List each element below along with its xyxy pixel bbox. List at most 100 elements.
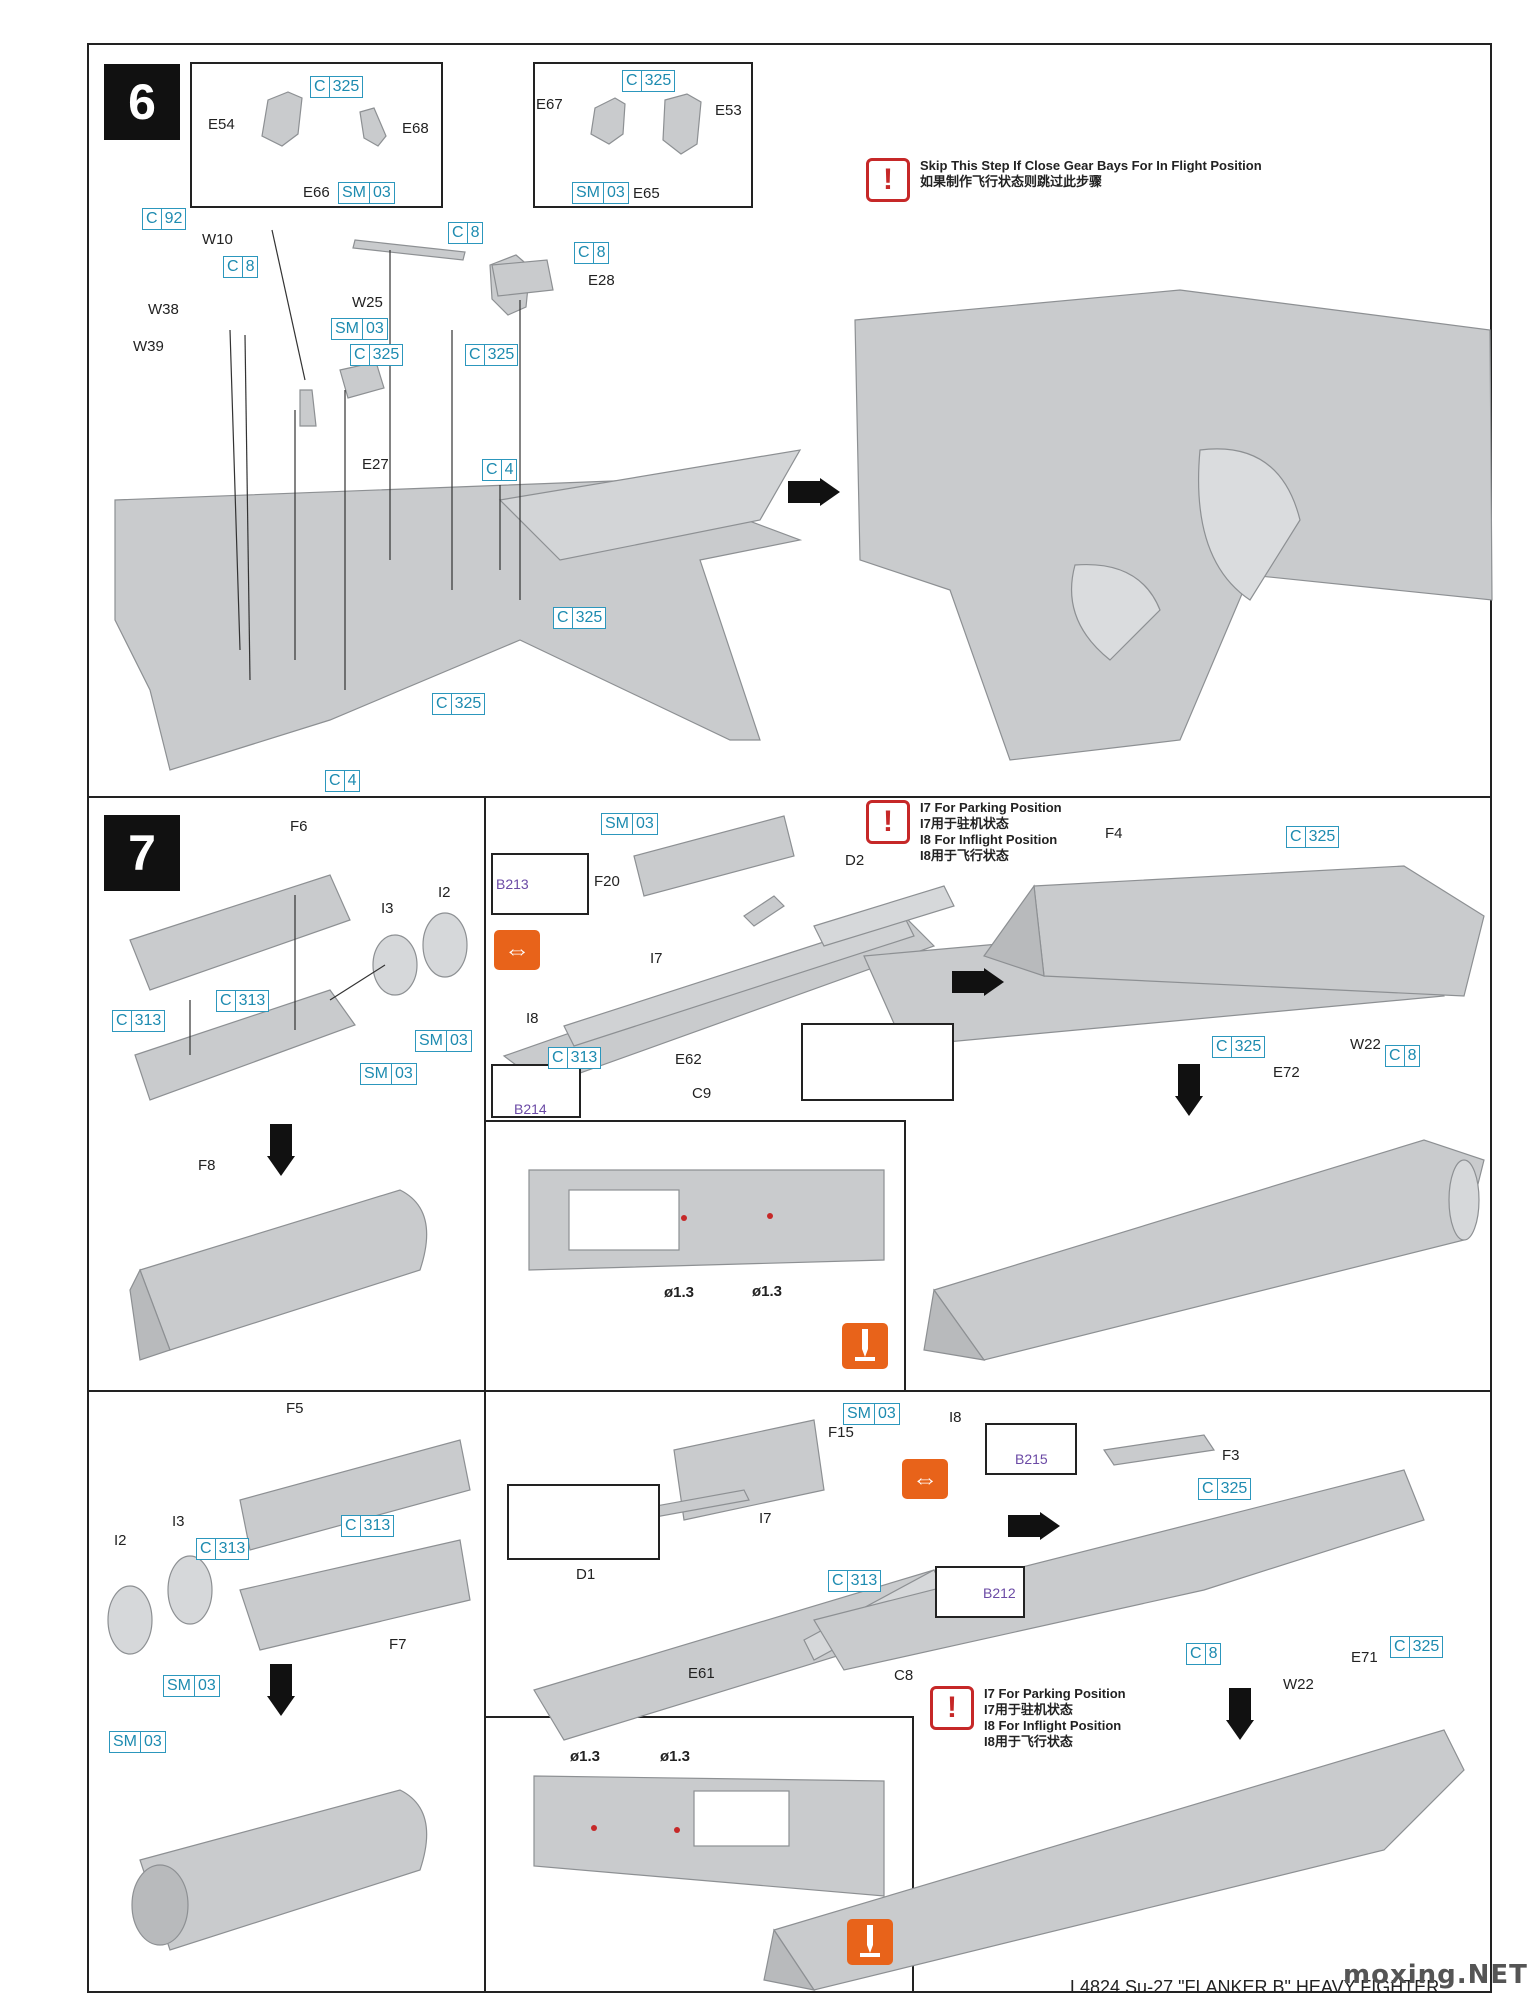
part-f5: F5 (286, 1400, 304, 1417)
part-i8-a: I8 (526, 1010, 539, 1027)
step6-artwork (114, 91, 1493, 771)
divider-step7-right-top (484, 1120, 904, 1122)
dim-d13-a: ø1.3 (664, 1284, 695, 1301)
inset-b213 (491, 853, 589, 915)
part-e54: E54 (208, 116, 235, 133)
warning-step7b-l3: I8 For Inflight Position (984, 1718, 1122, 1733)
inset-detail-d2 (801, 1023, 954, 1101)
exclamation-icon: ! (866, 800, 910, 844)
ref-b215: B215 (1015, 1451, 1048, 1467)
warning-step7b-l2: I7用于驻机状态 (984, 1702, 1073, 1717)
warning-step7b-l1: I7 For Parking Position (984, 1686, 1126, 1701)
step7-right-mid-artwork (923, 1139, 1485, 1361)
dim-d13-b: ø1.3 (752, 1283, 783, 1300)
inset-detail-d1 (507, 1484, 660, 1560)
part-w39: W39 (133, 338, 164, 355)
part-i2-b: I2 (114, 1532, 127, 1549)
part-e71: E71 (1351, 1649, 1378, 1666)
inset-b212 (935, 1566, 1025, 1618)
part-w10: W10 (202, 231, 233, 248)
part-f15: F15 (828, 1424, 854, 1441)
divider-drill-top-right (904, 1120, 906, 1390)
part-f20: F20 (594, 873, 620, 890)
part-e53: E53 (715, 102, 742, 119)
step7-left-top-artwork (129, 874, 468, 1361)
warning-step7-a: ! I7 For Parking Position I7用于驻机状态 I8 Fo… (866, 800, 1062, 864)
part-f3: F3 (1222, 1447, 1240, 1464)
ref-b214: B214 (514, 1101, 547, 1117)
step7-right-bottom-artwork (533, 1419, 1465, 1991)
arrow-down-icon (267, 1124, 295, 1176)
part-i7-a: I7 (650, 950, 663, 967)
part-f6: F6 (290, 818, 308, 835)
divider-step6 (87, 796, 1492, 798)
divider-step7-col (484, 796, 486, 1993)
part-e62: E62 (675, 1051, 702, 1068)
divider-step7-right-bottom (484, 1716, 914, 1718)
part-e67: E67 (536, 96, 563, 113)
part-i8-b: I8 (949, 1409, 962, 1426)
part-w22-a: W22 (1350, 1036, 1381, 1053)
part-c8: C8 (894, 1667, 914, 1684)
arrow-right-icon (1008, 1512, 1060, 1540)
ref-b212: B212 (983, 1585, 1016, 1601)
divider-drill-bottom-right (912, 1716, 914, 1993)
exclamation-icon: ! (930, 1686, 974, 1730)
drill-icon (842, 1323, 888, 1369)
part-i3-a: I3 (381, 900, 394, 917)
footer-title: L4824 Su-27 "FLANKER B" HEAVY FIGHTER (1070, 1977, 1440, 1997)
part-w25: W25 (352, 294, 383, 311)
part-d1: D1 (576, 1566, 596, 1583)
step-number-7: 7 (104, 815, 180, 891)
flip-arrows-icon: ⇔ (494, 930, 540, 970)
warning-step6: ! Skip This Step If Close Gear Bays For … (866, 158, 1262, 202)
warning-step7b-l4: I8用于飞行状态 (984, 1734, 1073, 1749)
warning-step7a-l4: I8用于飞行状态 (920, 848, 1009, 863)
part-e61: E61 (688, 1665, 715, 1682)
warning-step7a-l3: I8 For Inflight Position (920, 832, 1058, 847)
inset-gear-left (190, 62, 443, 208)
step-number-6: 6 (104, 64, 180, 140)
step7-left-bottom-artwork (107, 1439, 471, 1951)
drill-detail-bottom-artwork (533, 1775, 885, 1897)
warning-step7a-l1: I7 For Parking Position (920, 800, 1062, 815)
page-frame (87, 43, 1492, 1993)
inset-b215 (985, 1423, 1077, 1475)
part-w38: W38 (148, 301, 179, 318)
warning-step6-en: Skip This Step If Close Gear Bays For In… (920, 158, 1262, 173)
inset-b214 (491, 1064, 581, 1118)
ref-b213: B213 (496, 876, 529, 892)
arrow-down-icon (267, 1664, 295, 1716)
part-e65: E65 (633, 185, 660, 202)
part-f8: F8 (198, 1157, 216, 1174)
part-i2-a: I2 (438, 884, 451, 901)
arrow-right-icon (952, 968, 1004, 996)
arrow-down-icon (1175, 1064, 1203, 1116)
